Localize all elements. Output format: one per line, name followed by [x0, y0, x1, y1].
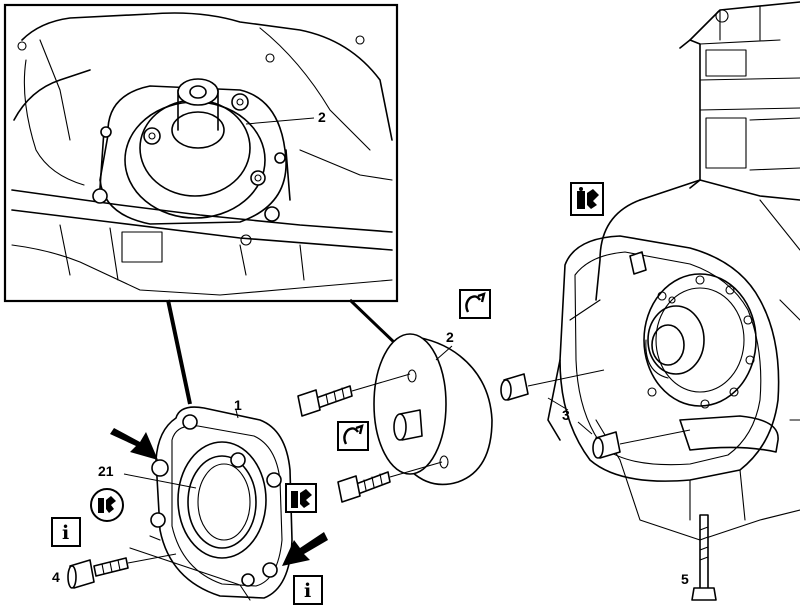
- dowel-sleeves: 3: [500, 369, 691, 459]
- special-tool-icon-upper: [459, 289, 491, 319]
- callout-5-housing-bolt: 5: [681, 571, 689, 587]
- pointer-arrow-icon-upper: [110, 428, 158, 460]
- svg-text:i: i: [62, 522, 69, 544]
- special-tool-icon-lower: [337, 421, 369, 451]
- inset-callout-2: 2: [318, 109, 326, 125]
- callout-4-cover-bolt: 4: [52, 569, 60, 585]
- inset-connector-lines: [166, 298, 400, 405]
- information-icon-bottom: i: [293, 575, 323, 605]
- crankshaft-seal-cover: 1 21: [98, 397, 293, 601]
- flange-special-tool: 2: [297, 329, 493, 503]
- callout-1-seal-cover: 1: [234, 397, 242, 413]
- svg-text:i: i: [304, 580, 311, 602]
- cover-bolt: 4: [52, 553, 177, 589]
- callout-21-seal-ring: 21: [98, 463, 114, 479]
- sealant-icon-top: [570, 182, 604, 216]
- information-icon-left: i: [51, 517, 81, 547]
- sealant-icon-cover: [285, 483, 317, 513]
- callout-3-dowel-sleeves: 3: [562, 407, 570, 423]
- engine-block-housing: 5: [547, 1, 800, 601]
- callout-2-flange: 2: [446, 329, 454, 345]
- pointer-arrow-icon-lower: [282, 532, 328, 566]
- sealant-circle-icon: [90, 488, 124, 522]
- inset-detail-view: 2: [3, 3, 399, 303]
